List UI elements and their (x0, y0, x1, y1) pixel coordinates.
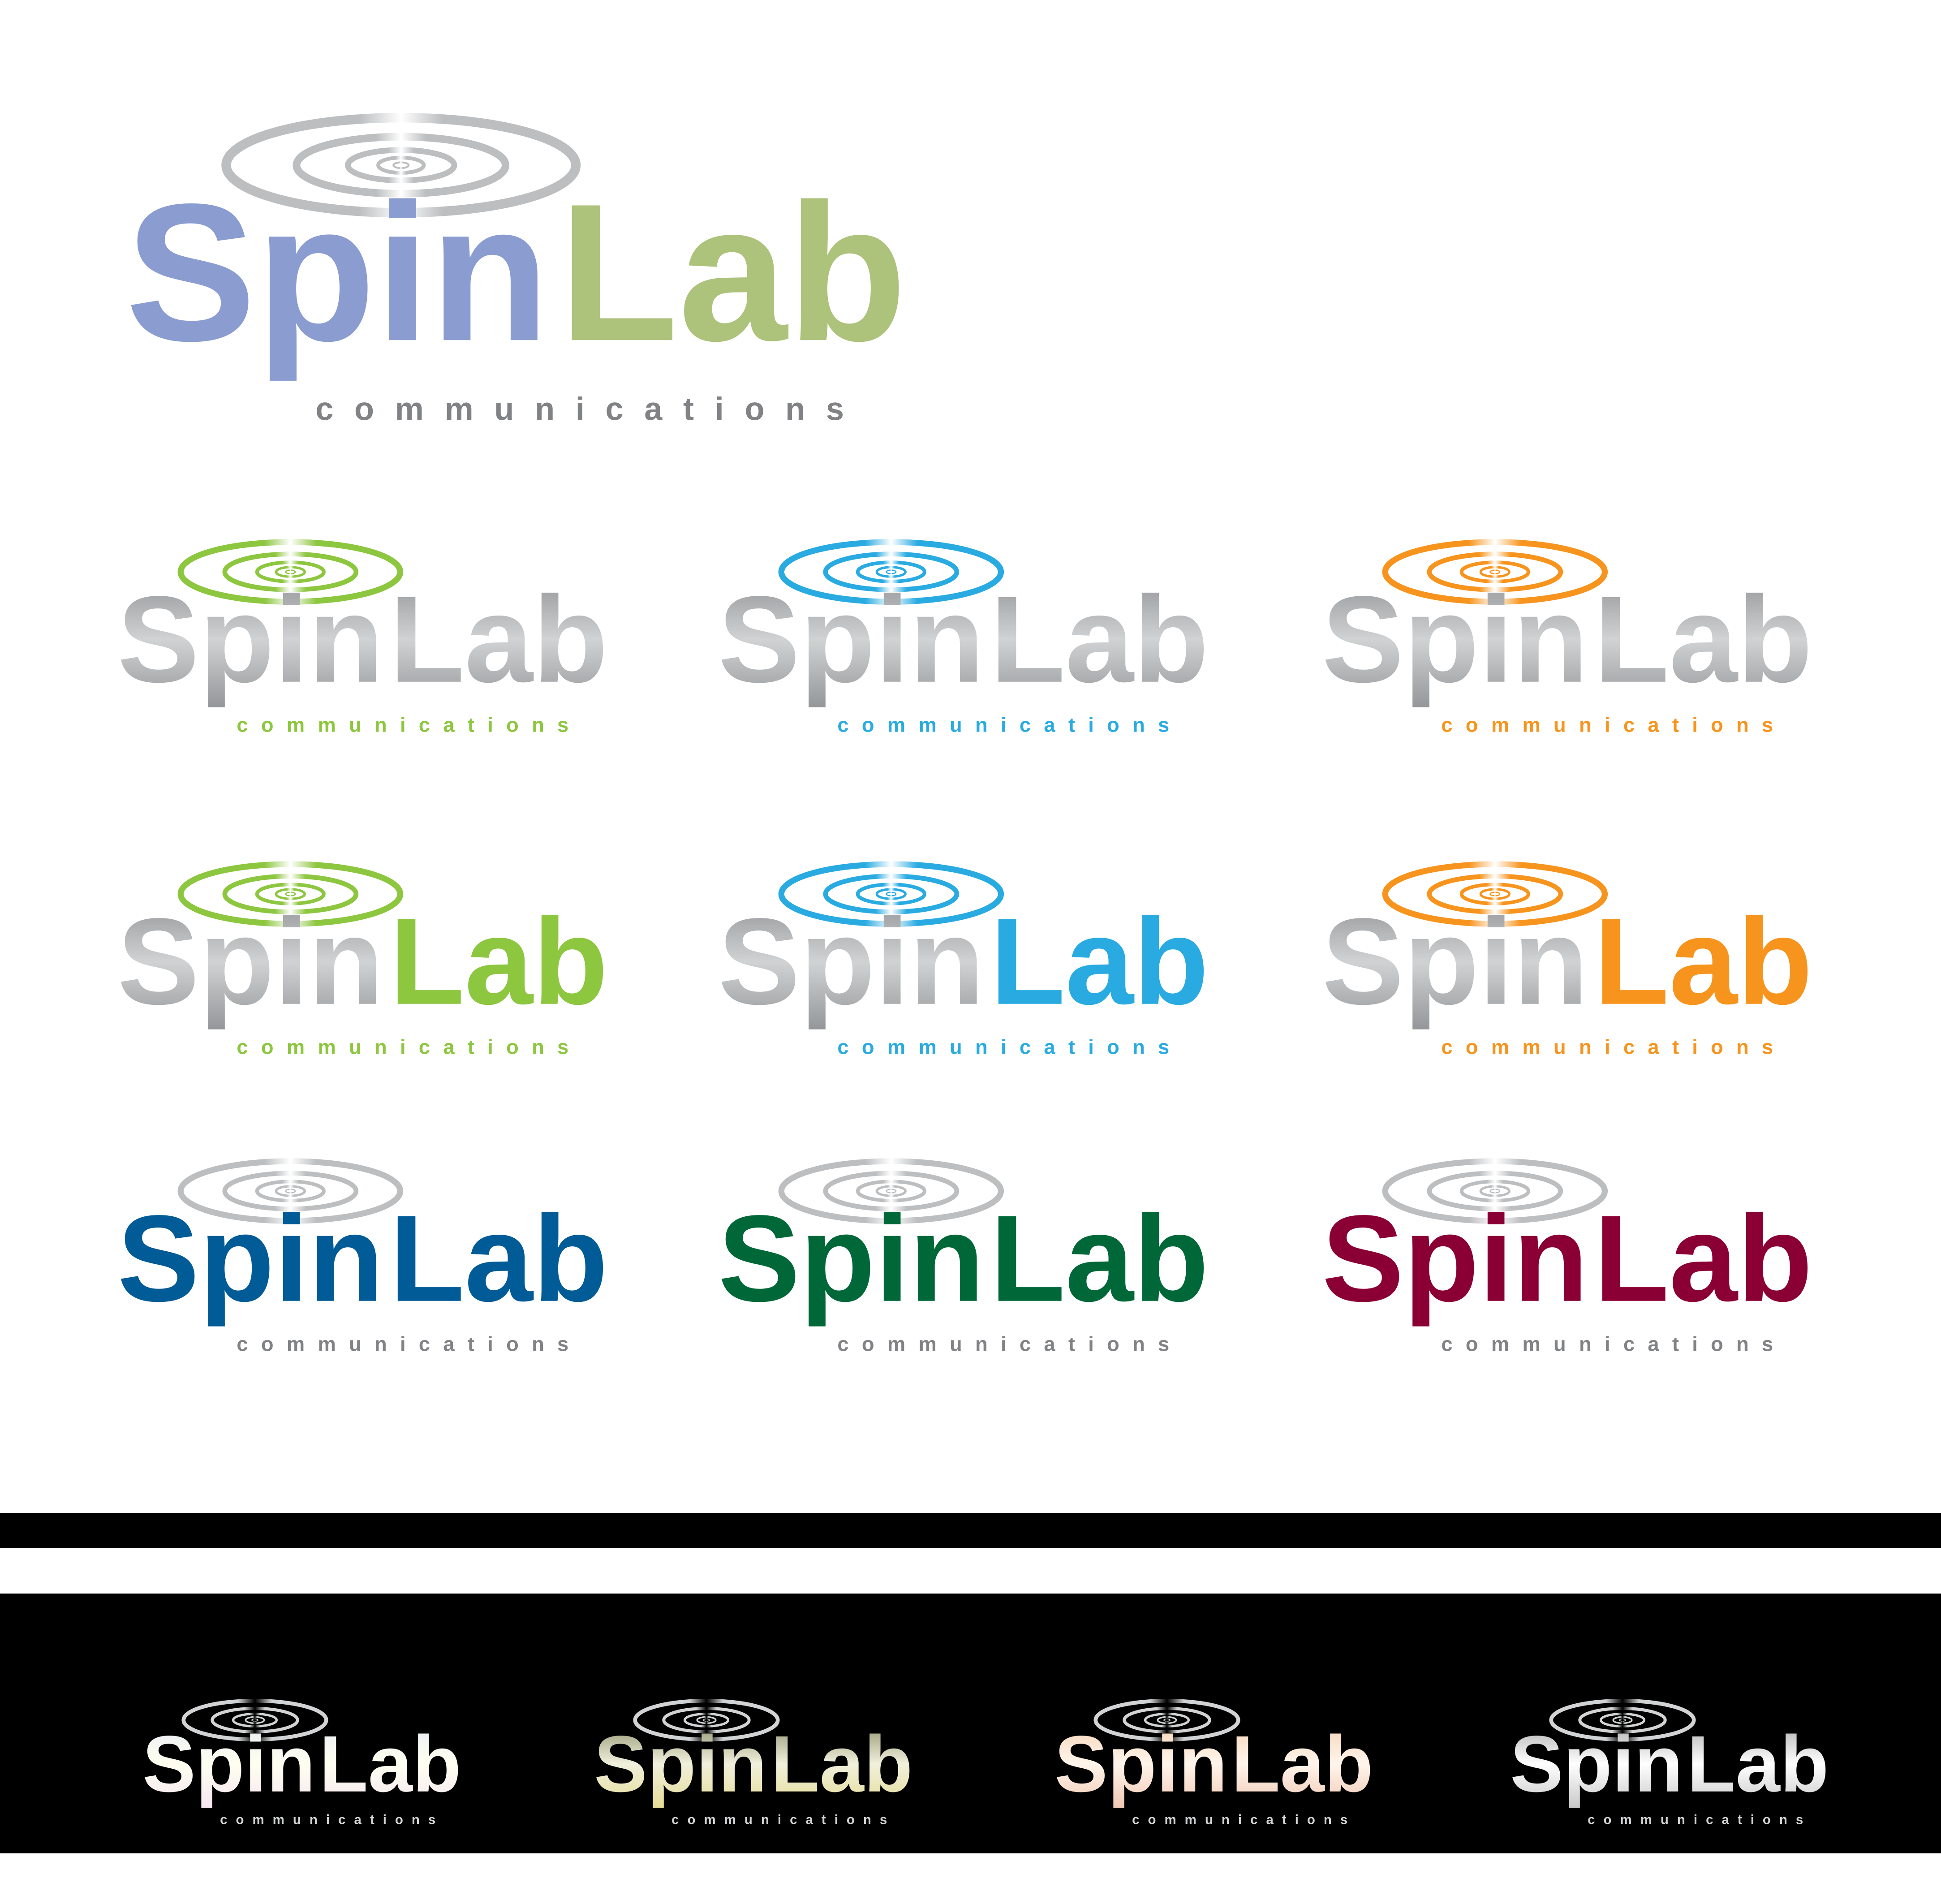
wordmark-spin: Spin (125, 163, 550, 383)
wordmark-spin: Spin (1054, 1719, 1227, 1809)
tagline: communications (837, 714, 1182, 737)
wordmark-lab: Lab (1594, 1190, 1812, 1327)
wordmark-spin: Spin (1322, 571, 1588, 709)
black-divider-stripe (0, 1513, 1941, 1548)
tagline: communications (220, 1812, 444, 1827)
wordmark-lab: Lab (1687, 1719, 1829, 1809)
wordmark-lab: Lab (1231, 1719, 1373, 1809)
signal-rings-icon (177, 861, 404, 927)
signal-rings-icon (221, 113, 581, 218)
signal-rings-icon (1382, 861, 1608, 927)
tagline: communications (837, 1333, 1182, 1356)
wordmark-lab: Lab (319, 1719, 461, 1809)
wordmark-lab: Lab (1594, 893, 1812, 1030)
signal-rings-icon (181, 1698, 328, 1742)
wordmark-spin: Spin (117, 571, 384, 709)
wordmark-lab: Lab (389, 571, 608, 708)
signal-rings-icon (1382, 1158, 1608, 1224)
tagline: communications (1441, 714, 1786, 737)
wordmark-spin: Spin (117, 893, 384, 1031)
wordmark-spin: Spin (718, 893, 985, 1031)
wordmark-spin: Spin (1510, 1719, 1683, 1809)
wordmark-spin: Spin (117, 1190, 384, 1328)
tagline: communications (1441, 1333, 1786, 1356)
tagline: communications (671, 1812, 895, 1827)
signal-rings-icon (778, 1158, 1004, 1224)
wordmark-lab: Lab (389, 1190, 608, 1327)
tagline: communications (237, 1333, 581, 1356)
tagline: communications (237, 714, 581, 737)
signal-rings-icon (1382, 539, 1608, 605)
wordmark-spin: Spin (142, 1719, 315, 1809)
signal-rings-icon (1093, 1698, 1240, 1742)
wordmark-spin: Spin (1322, 893, 1588, 1031)
tagline: communications (1588, 1812, 1812, 1827)
wordmark-lab: Lab (389, 893, 608, 1030)
wordmark-lab: Lab (990, 1190, 1209, 1327)
wordmark-spin: Spin (718, 1190, 985, 1328)
tagline: communications (1132, 1812, 1356, 1827)
signal-rings-icon (177, 1158, 404, 1224)
wordmark-lab: Lab (990, 893, 1209, 1030)
signal-rings-icon (778, 861, 1004, 927)
signal-rings-icon (1549, 1698, 1696, 1742)
signal-rings-icon (633, 1698, 780, 1742)
tagline: communications (837, 1036, 1182, 1059)
wordmark-lab: Lab (1594, 571, 1812, 708)
tagline: communications (1441, 1036, 1786, 1059)
signal-rings-icon (778, 539, 1004, 605)
tagline: communications (315, 391, 865, 427)
wordmark-lab: Lab (559, 163, 907, 382)
signal-rings-icon (177, 539, 404, 605)
wordmark-lab: Lab (771, 1719, 913, 1809)
tagline: communications (237, 1036, 581, 1059)
wordmark-spin: Spin (594, 1719, 767, 1809)
wordmark-spin: Spin (1322, 1190, 1588, 1328)
wordmark-spin: Spin (718, 571, 985, 709)
wordmark-lab: Lab (990, 571, 1209, 708)
